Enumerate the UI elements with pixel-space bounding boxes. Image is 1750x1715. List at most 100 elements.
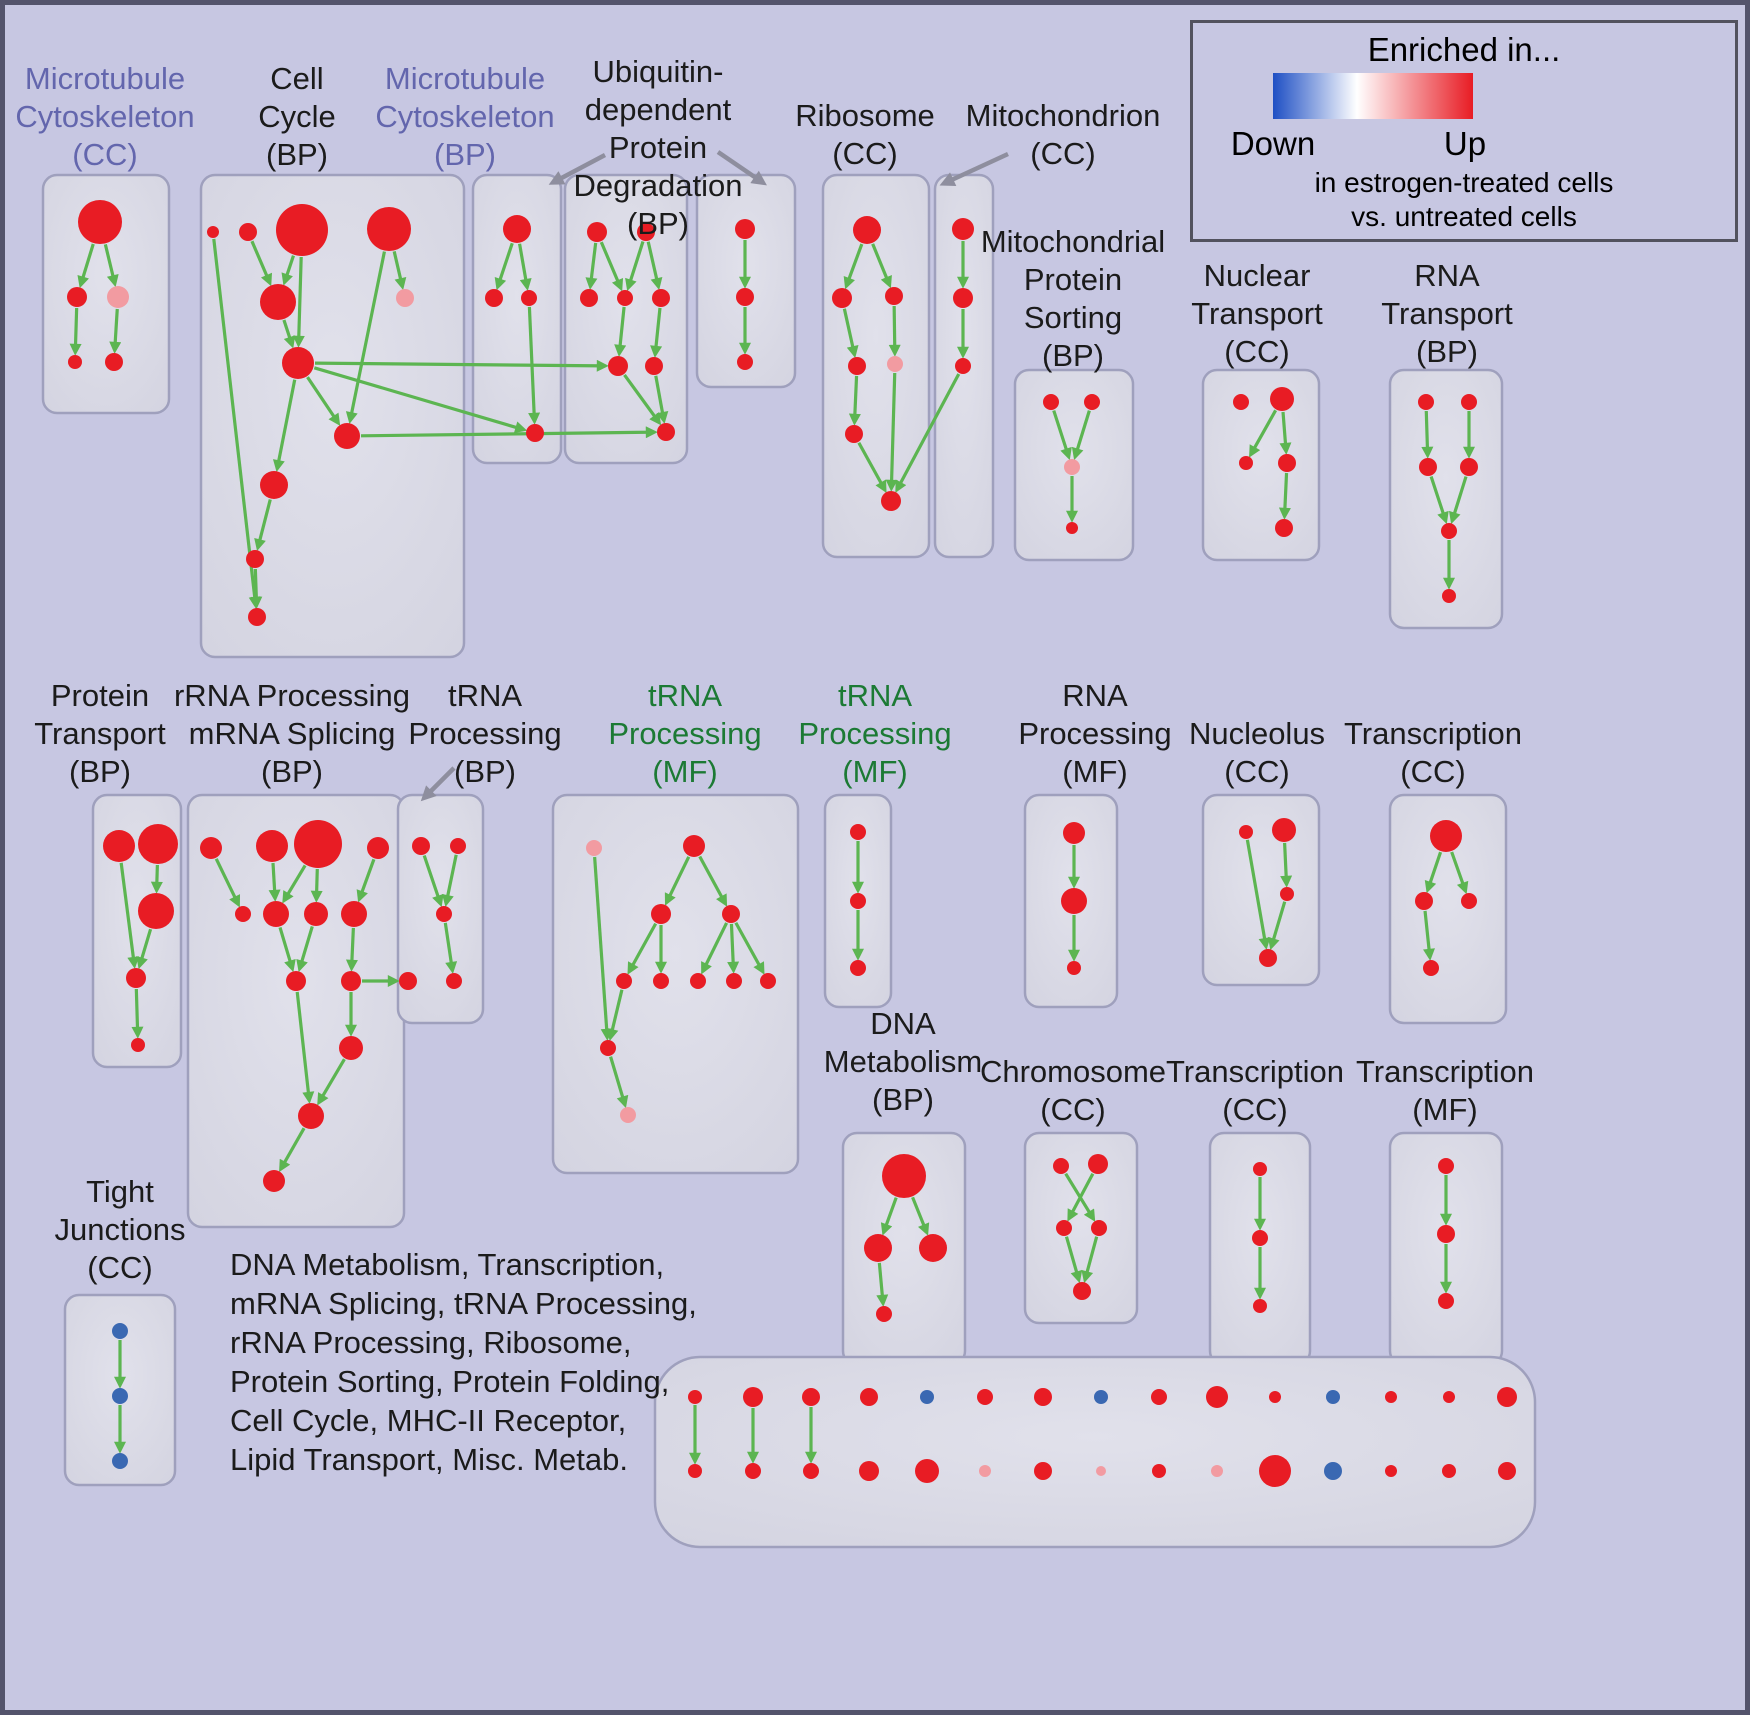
edge-tb2-tb3 [441, 854, 458, 907]
edge-mb1-mb2 [494, 242, 514, 291]
node-p1 [1043, 394, 1059, 410]
edge-q3-q5 [1429, 476, 1449, 525]
node-a1 [78, 200, 122, 244]
edge-t3-r7 [895, 373, 961, 493]
node-w5b [915, 1459, 939, 1483]
edge-f1-f10 [593, 856, 613, 1041]
edge-u2-u4 [625, 241, 645, 292]
node-pt4 [126, 968, 146, 988]
nuclear-transport-cc-box [1201, 368, 1321, 562]
node-a2 [67, 287, 87, 307]
node-w2b [745, 1463, 761, 1479]
node-f6 [653, 973, 669, 989]
node-u6 [608, 356, 628, 376]
edge-f3-f5 [627, 922, 658, 975]
go-network-diagram [41, 150, 1537, 1549]
node-t3 [955, 358, 971, 374]
node-h1 [1063, 822, 1085, 844]
node-w6t [977, 1389, 993, 1405]
legend-up-label: Up [1443, 125, 1487, 162]
node-w4b [859, 1461, 879, 1481]
node-w1b [688, 1464, 702, 1478]
node-w8t [1094, 1390, 1108, 1404]
node-w6b [979, 1465, 991, 1477]
edge-b5-b7 [282, 319, 296, 349]
legend-subtitle-line1: in estrogen-treated cells [1314, 167, 1614, 198]
node-f4 [722, 905, 740, 923]
edge-u1-u4 [599, 241, 624, 292]
legend: Enriched in... Down Up in estrogen-treat… [1190, 20, 1738, 242]
legend-gradient-bar [1273, 73, 1473, 119]
node-x4 [1423, 960, 1439, 976]
edge-b1-b11 [212, 238, 261, 609]
node-x2 [1415, 892, 1433, 910]
node-f11 [620, 1107, 636, 1123]
edge-b2-b5 [250, 240, 273, 287]
node-w15t [1497, 1387, 1517, 1407]
mixed-terms-box [653, 1355, 1537, 1549]
edge-pt3-pt4 [136, 928, 153, 970]
node-s4 [367, 837, 389, 859]
edge-r3-r5 [888, 305, 901, 357]
node-a3 [107, 286, 129, 308]
edge-a1-a3 [103, 243, 119, 288]
node-w13t [1385, 1391, 1397, 1403]
edge-r1-r3 [871, 243, 892, 289]
node-a5 [105, 353, 123, 371]
node-s1 [200, 837, 222, 859]
node-g3 [850, 960, 866, 976]
node-w9b [1152, 1464, 1166, 1478]
node-w9t [1151, 1389, 1167, 1405]
node-f10 [600, 1040, 616, 1056]
node-u3 [580, 289, 598, 307]
edge-pt2-pt3 [150, 864, 163, 894]
node-w5t [920, 1390, 934, 1404]
node-f8 [726, 973, 742, 989]
edge-f5-f10 [606, 989, 624, 1041]
edge-f4-f7 [701, 922, 729, 975]
edge-n2-n4 [1279, 411, 1292, 455]
node-o2 [1272, 818, 1296, 842]
node-w11b [1259, 1455, 1291, 1487]
node-q2 [1461, 394, 1477, 410]
edge-n2-n3 [1249, 409, 1278, 458]
edge-mb3-mb4 [527, 306, 541, 425]
node-r7 [881, 491, 901, 511]
node-k5 [1073, 1282, 1091, 1300]
edge-tb3-tb4 [443, 922, 458, 974]
label-pointer-arrow-4 [420, 766, 456, 802]
edge-f4-f8 [727, 923, 740, 974]
node-a4 [68, 355, 82, 369]
node-pt2 [138, 824, 178, 864]
node-f7 [690, 973, 706, 989]
edge-b10-b11 [250, 568, 263, 609]
edge-f2-f4 [698, 855, 728, 907]
edge-b7-b9 [272, 379, 297, 473]
node-z2 [1437, 1225, 1455, 1243]
node-mb1 [503, 215, 531, 243]
node-b10 [246, 550, 264, 568]
node-q3 [1419, 458, 1437, 476]
node-u2 [637, 223, 655, 241]
node-v1 [735, 219, 755, 239]
edge-b4-b6 [392, 251, 407, 291]
node-s7 [304, 902, 328, 926]
node-x3 [1461, 893, 1477, 909]
node-r3 [885, 287, 903, 305]
node-b1 [207, 226, 219, 238]
node-p4 [1066, 522, 1078, 534]
node-n3 [1239, 456, 1253, 470]
node-k4 [1091, 1220, 1107, 1236]
edge-mb1-mb3 [517, 243, 532, 291]
node-b3 [276, 204, 328, 256]
edge-pt1-pt4 [119, 862, 140, 969]
node-x1 [1430, 820, 1462, 852]
edge-s12-s13 [279, 1127, 306, 1173]
node-b9 [260, 471, 288, 499]
node-w10b [1211, 1465, 1223, 1477]
node-s5 [235, 906, 251, 922]
edge-r1-r2 [843, 243, 864, 290]
edge-s3-s7 [310, 868, 323, 903]
node-pt3 [138, 893, 174, 929]
